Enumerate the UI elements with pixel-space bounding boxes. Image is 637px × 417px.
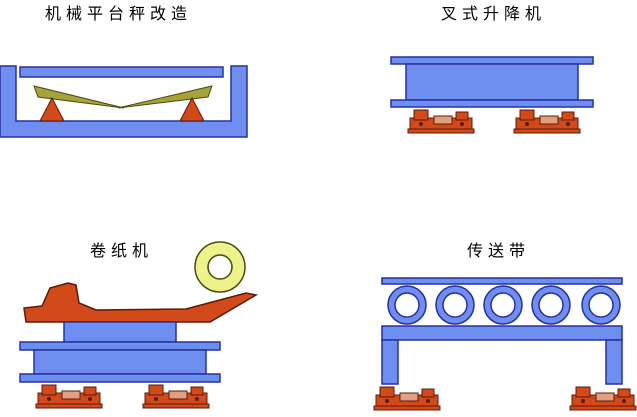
scale-lever-right: [117, 85, 213, 109]
paper-machine-top-plate: [19, 341, 221, 351]
lift-load-cell-left: [407, 109, 475, 134]
lift-load-cell-right: [513, 109, 581, 134]
lift-top-plate: [390, 56, 594, 65]
paper-roll-core: [207, 254, 233, 280]
conveyor-roller-4: [531, 285, 571, 325]
conveyor-leg-left: [381, 339, 399, 385]
caption-conveyor-belt: 传送带: [467, 241, 531, 260]
caption-mechanical-scale: 机械平台秤改造: [45, 4, 193, 23]
scale-fulcrum-left: [39, 96, 65, 122]
scale-platform: [19, 66, 224, 78]
conveyor-roller-2: [435, 285, 475, 325]
caption-scissor-lift: 叉式升降机: [441, 4, 547, 23]
scale-base-tray: [0, 65, 248, 138]
paper-feed-arm: [23, 282, 259, 323]
conveyor-top-belt: [381, 277, 623, 285]
conveyor-roller-3: [483, 285, 523, 325]
conveyor-bottom-belt: [381, 325, 623, 341]
paper-machine-upper-block: [63, 321, 177, 343]
paper-load-cell-left: [35, 384, 103, 409]
lift-bottom-plate: [390, 99, 594, 108]
scale-lever-left: [33, 85, 125, 109]
paper-machine-bottom-plate: [19, 373, 221, 383]
conveyor-load-cell-right: [569, 386, 637, 411]
conveyor-leg-right: [605, 339, 623, 385]
conveyor-roller-5: [581, 285, 621, 325]
paper-roll-machine-diagram: [19, 241, 259, 409]
conveyor-roller-1: [387, 285, 427, 325]
paper-machine-body: [33, 349, 207, 375]
mechanical-scale-diagram: [0, 65, 248, 138]
conveyor-load-cell-left: [373, 386, 441, 411]
lift-body: [405, 63, 579, 101]
scale-fulcrum-right: [179, 96, 205, 122]
paper-load-cell-right: [142, 384, 210, 409]
conveyor-belt-diagram: [373, 277, 637, 411]
scissor-lift-diagram: [390, 56, 594, 134]
caption-paper-roll-machine: 卷纸机: [90, 241, 154, 260]
